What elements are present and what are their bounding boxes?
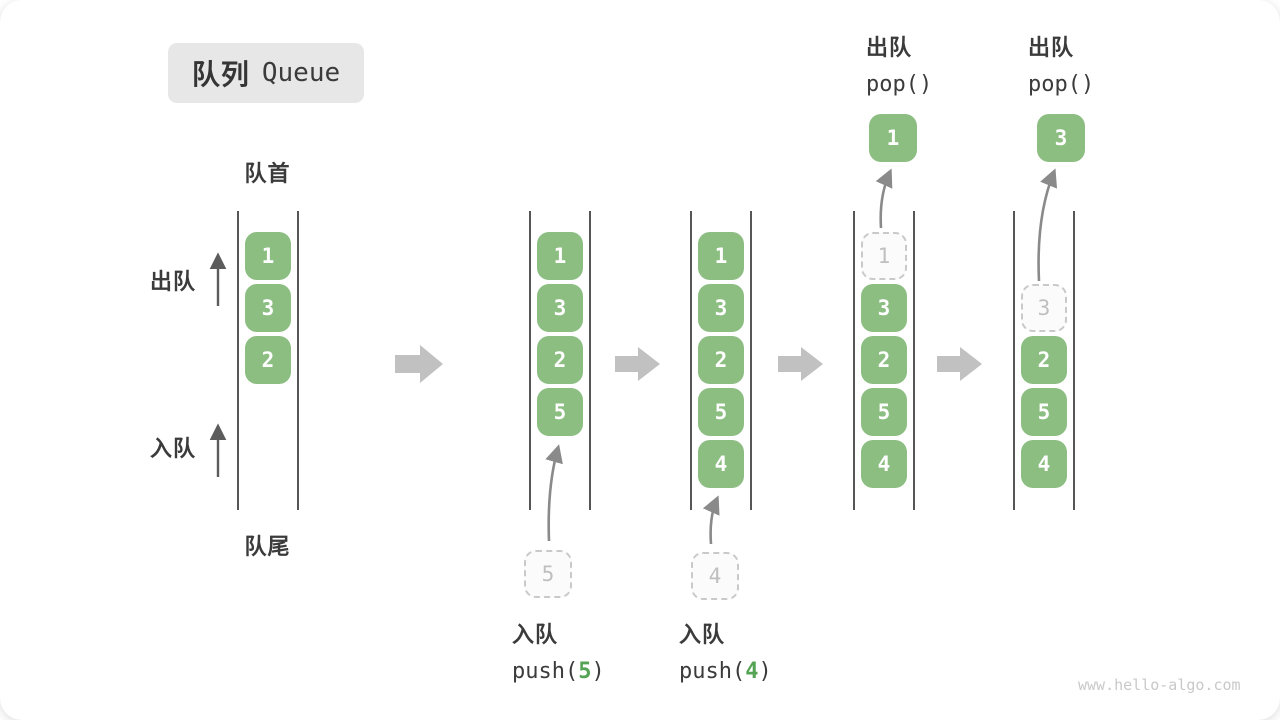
enqueue-op-zh: 入队 (512, 622, 559, 647)
queue-state-3: 1 3 2 5 4 (690, 211, 752, 510)
queue-item: 4 (1021, 440, 1067, 488)
dequeue-op-label: 出队 pop() (866, 31, 932, 104)
queue-item: 2 (245, 336, 291, 384)
state-transition-arrow (395, 345, 443, 383)
incoming-element: 4 (691, 552, 739, 600)
enqueue-op-label: 入队 push(5) (512, 618, 605, 691)
label-dequeue-side: 出队 (150, 269, 197, 294)
queue-state-5: 3 2 5 4 (1013, 211, 1075, 510)
enqueue-op-label: 入队 push(4) (679, 618, 772, 691)
label-queue-rear: 队尾 (244, 534, 291, 559)
queue-item: 1 (245, 232, 291, 280)
incoming-element: 5 (524, 550, 572, 598)
queue-item: 1 (537, 232, 583, 280)
dequeue-op-label: 出队 pop() (1028, 31, 1094, 104)
queue-item: 2 (1021, 336, 1067, 384)
enqueue-op-code: push(5) (512, 659, 605, 684)
enqueue-op-zh: 入队 (679, 622, 726, 647)
queue-item: 4 (698, 440, 744, 488)
queue-item: 2 (861, 336, 907, 384)
dequeue-op-zh: 出队 (866, 35, 913, 60)
title-badge: 队列 Queue (168, 43, 364, 103)
queue-item: 2 (698, 336, 744, 384)
queue-state-2: 1 3 2 5 (529, 211, 591, 510)
queue-item: 3 (537, 284, 583, 332)
queue-item-removed: 3 (1021, 284, 1067, 332)
dequeue-op-code: pop() (866, 72, 933, 97)
popped-element: 3 (1037, 114, 1085, 162)
dequeue-op-zh: 出队 (1028, 35, 1075, 60)
label-enqueue-side: 入队 (150, 436, 197, 461)
queue-item: 4 (861, 440, 907, 488)
queue-item: 5 (698, 388, 744, 436)
enqueue-op-code: push(4) (679, 659, 772, 684)
queue-item: 3 (245, 284, 291, 332)
label-queue-front: 队首 (244, 161, 291, 186)
title-en: Queue (261, 58, 341, 88)
queue-item: 2 (537, 336, 583, 384)
queue-item: 1 (698, 232, 744, 280)
title-zh: 队列 (191, 59, 250, 90)
queue-item: 5 (1021, 388, 1067, 436)
dequeue-op-code: pop() (1028, 72, 1095, 97)
queue-state-4: 1 3 2 5 4 (853, 211, 915, 510)
queue-item-removed: 1 (861, 232, 907, 280)
state-transition-arrow (778, 347, 823, 381)
queue-item: 5 (861, 388, 907, 436)
state-transition-arrow (937, 347, 982, 381)
watermark: www.hello-algo.com (1078, 676, 1241, 694)
queue-item: 3 (861, 284, 907, 332)
state-transition-arrow (615, 347, 660, 381)
queue-item: 5 (537, 388, 583, 436)
popped-element: 1 (869, 114, 917, 162)
queue-state-1: 1 3 2 (237, 211, 299, 510)
queue-item: 3 (698, 284, 744, 332)
